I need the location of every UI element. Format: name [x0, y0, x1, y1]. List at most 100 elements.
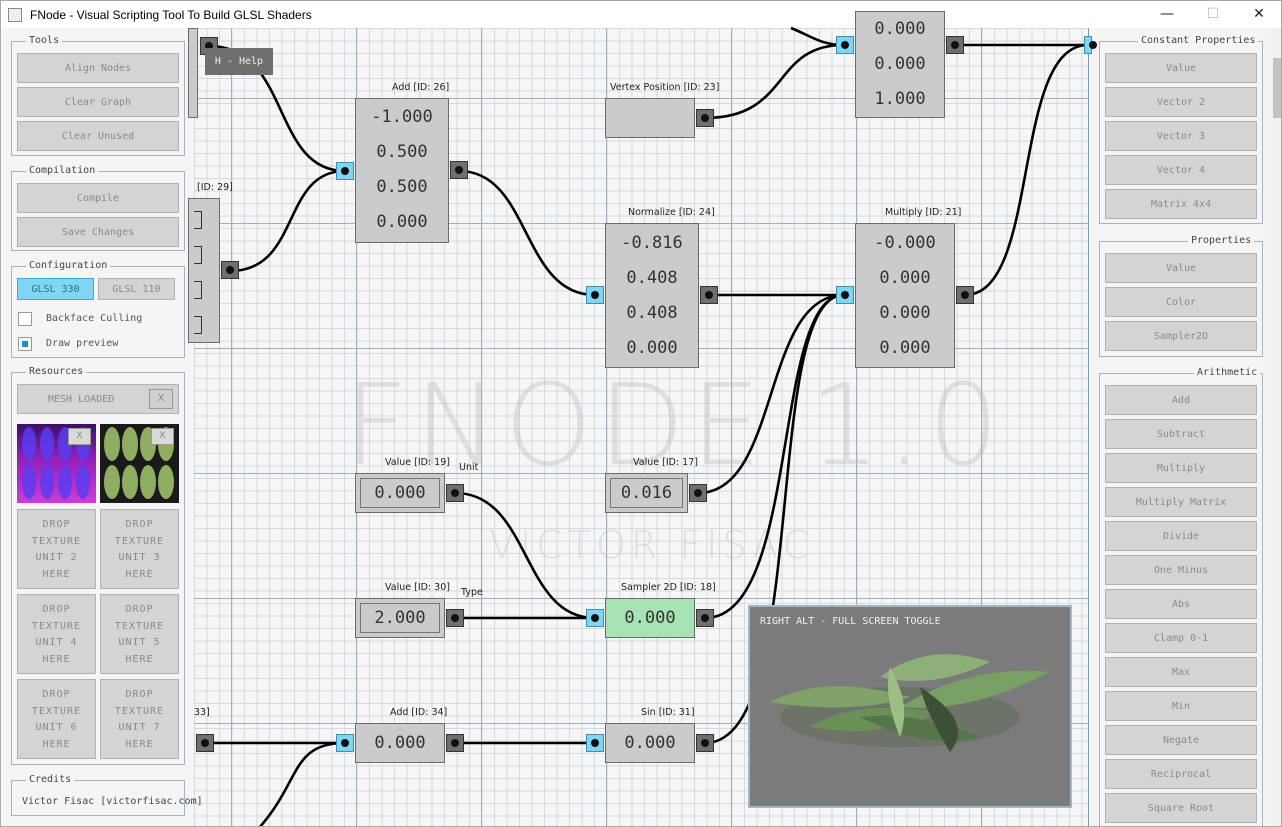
- output-port[interactable]: [446, 734, 464, 752]
- property-sampler2d-button[interactable]: Sampler2D: [1105, 321, 1257, 351]
- texture-unit-4-drop[interactable]: DROP TEXTURE UNIT 4 HERE: [17, 594, 96, 674]
- draw-preview-checkbox[interactable]: [18, 337, 32, 351]
- credits-panel: Credits: [11, 774, 185, 816]
- clear-unused-button[interactable]: Clear Unused: [17, 121, 179, 151]
- value-field[interactable]: 0.016: [610, 478, 683, 508]
- arithmetic-divide-button[interactable]: Divide: [1105, 521, 1257, 551]
- maximize-button[interactable]: ☐: [1206, 6, 1220, 22]
- constant-matrix-4x4-button[interactable]: Matrix 4x4: [1105, 189, 1257, 219]
- node-sin-31[interactable]: 0.000: [605, 723, 695, 763]
- arithmetic-min-button[interactable]: Min: [1105, 691, 1257, 721]
- constant-vector-4-button[interactable]: Vector 4: [1105, 155, 1257, 185]
- output-port[interactable]: [196, 734, 214, 752]
- output-port[interactable]: [689, 484, 707, 502]
- clear-graph-button[interactable]: Clear Graph: [17, 87, 179, 117]
- texture-unit-6-drop[interactable]: DROP TEXTURE UNIT 6 HERE: [17, 679, 96, 759]
- value-field[interactable]: 0.000: [360, 478, 440, 508]
- align-nodes-button[interactable]: Align Nodes: [17, 53, 179, 83]
- arithmetic-clamp-0-1-button[interactable]: Clamp 0-1: [1105, 623, 1257, 653]
- input-port[interactable]: [836, 286, 854, 304]
- input-port-edge[interactable]: [1084, 36, 1097, 54]
- texture-unit-1-thumbnail[interactable]: X: [100, 424, 179, 503]
- save-changes-button[interactable]: Save Changes: [17, 217, 179, 247]
- output-port[interactable]: [446, 484, 464, 502]
- output-port[interactable]: [446, 609, 464, 627]
- remove-texture-button[interactable]: X: [68, 428, 91, 445]
- unload-mesh-button[interactable]: X: [149, 389, 173, 409]
- output-port[interactable]: [696, 609, 714, 627]
- input-port[interactable]: [336, 734, 354, 752]
- node-value-17[interactable]: 0.016: [605, 473, 688, 513]
- input-port[interactable]: [836, 36, 854, 54]
- arithmetic-multiply-matrix-button[interactable]: Multiply Matrix: [1105, 487, 1257, 517]
- glsl-330-button[interactable]: GLSL 330: [17, 278, 94, 300]
- node-vertex-position-23[interactable]: [605, 98, 695, 138]
- partial-node-29[interactable]: [188, 198, 220, 343]
- node-add-26[interactable]: -1.000 0.500 0.500 0.000: [355, 98, 449, 243]
- node-value-30[interactable]: 2.000: [355, 598, 445, 638]
- arithmetic-multiply-button[interactable]: Multiply: [1105, 453, 1257, 483]
- node-top-right[interactable]: 0.000 0.000 1.000: [855, 11, 945, 118]
- scrollbar-thumb[interactable]: [1273, 58, 1281, 118]
- node-label-sin-31: Sin [ID: 31]: [641, 707, 695, 718]
- output-port[interactable]: [696, 734, 714, 752]
- output-type-label: Unit: [459, 462, 479, 473]
- remove-texture-button[interactable]: X: [151, 428, 174, 445]
- node-sampler-2d-18[interactable]: 0.000: [605, 598, 695, 638]
- node-label-value-19: Value [ID: 19]: [385, 457, 450, 468]
- backface-culling-checkbox[interactable]: [18, 312, 32, 326]
- node-add-34[interactable]: 0.000: [355, 723, 445, 763]
- output-port[interactable]: [450, 161, 468, 179]
- preview-caption: RIGHT ALT - FULL SCREEN TOGGLE: [760, 616, 941, 627]
- output-port[interactable]: [221, 261, 239, 279]
- partial-node-top[interactable]: [188, 28, 198, 118]
- node-value-19[interactable]: 0.000: [355, 473, 445, 513]
- backface-culling-label: Backface Culling: [46, 313, 143, 324]
- arithmetic-subtract-button[interactable]: Subtract: [1105, 419, 1257, 449]
- node-multiply-21[interactable]: -0.000 0.000 0.000 0.000: [855, 223, 955, 368]
- scrollbar-track[interactable]: [1271, 28, 1281, 826]
- constant-value-button[interactable]: Value: [1105, 53, 1257, 83]
- arithmetic-max-button[interactable]: Max: [1105, 657, 1257, 687]
- property-value-button[interactable]: Value: [1105, 253, 1257, 283]
- compilation-title: Compilation: [26, 165, 99, 176]
- texture-unit-5-drop[interactable]: DROP TEXTURE UNIT 5 HERE: [100, 594, 179, 674]
- credits-text[interactable]: Victor Fisac [victorfisac.com]: [22, 796, 203, 807]
- input-port[interactable]: [336, 162, 354, 180]
- texture-unit-3-drop[interactable]: DROP TEXTURE UNIT 3 HERE: [100, 509, 179, 589]
- node-field: [194, 211, 202, 229]
- input-port[interactable]: [586, 286, 604, 304]
- output-port[interactable]: [696, 109, 714, 127]
- compile-button[interactable]: Compile: [17, 183, 179, 213]
- input-port[interactable]: [586, 734, 604, 752]
- mesh-preview[interactable]: RIGHT ALT - FULL SCREEN TOGGLE: [748, 605, 1072, 808]
- node-value: 0.000: [879, 303, 931, 323]
- texture-unit-7-drop[interactable]: DROP TEXTURE UNIT 7 HERE: [100, 679, 179, 759]
- constant-vector-3-button[interactable]: Vector 3: [1105, 121, 1257, 151]
- node-label-normalize-24: Normalize [ID: 24]: [628, 207, 715, 218]
- arithmetic-square-root-button[interactable]: Square Root: [1105, 793, 1257, 823]
- arithmetic-title: Arithmetic: [1194, 367, 1261, 378]
- arithmetic-reciprocal-button[interactable]: Reciprocal: [1105, 759, 1257, 789]
- close-button[interactable]: ✕: [1253, 6, 1265, 22]
- node-normalize-24[interactable]: -0.816 0.408 0.408 0.000: [605, 223, 699, 368]
- output-port[interactable]: [700, 286, 718, 304]
- constant-vector-2-button[interactable]: Vector 2: [1105, 87, 1257, 117]
- value-field[interactable]: 2.000: [360, 603, 440, 633]
- input-port[interactable]: [586, 609, 604, 627]
- texture-unit-0-thumbnail[interactable]: X: [17, 424, 96, 503]
- arithmetic-add-button[interactable]: Add: [1105, 385, 1257, 415]
- arithmetic-negate-button[interactable]: Negate: [1105, 725, 1257, 755]
- minimize-button[interactable]: —: [1160, 6, 1174, 22]
- texture-unit-2-drop[interactable]: DROP TEXTURE UNIT 2 HERE: [17, 509, 96, 589]
- glsl-110-button[interactable]: GLSL 110: [98, 278, 175, 300]
- arithmetic-one-minus-button[interactable]: One Minus: [1105, 555, 1257, 585]
- output-port[interactable]: [946, 36, 964, 54]
- property-color-button[interactable]: Color: [1105, 287, 1257, 317]
- node-value: -1.000: [371, 107, 433, 127]
- output-port[interactable]: [956, 286, 974, 304]
- properties-title: Properties: [1188, 235, 1255, 246]
- node-value: 0.000: [874, 19, 926, 39]
- arithmetic-abs-button[interactable]: Abs: [1105, 589, 1257, 619]
